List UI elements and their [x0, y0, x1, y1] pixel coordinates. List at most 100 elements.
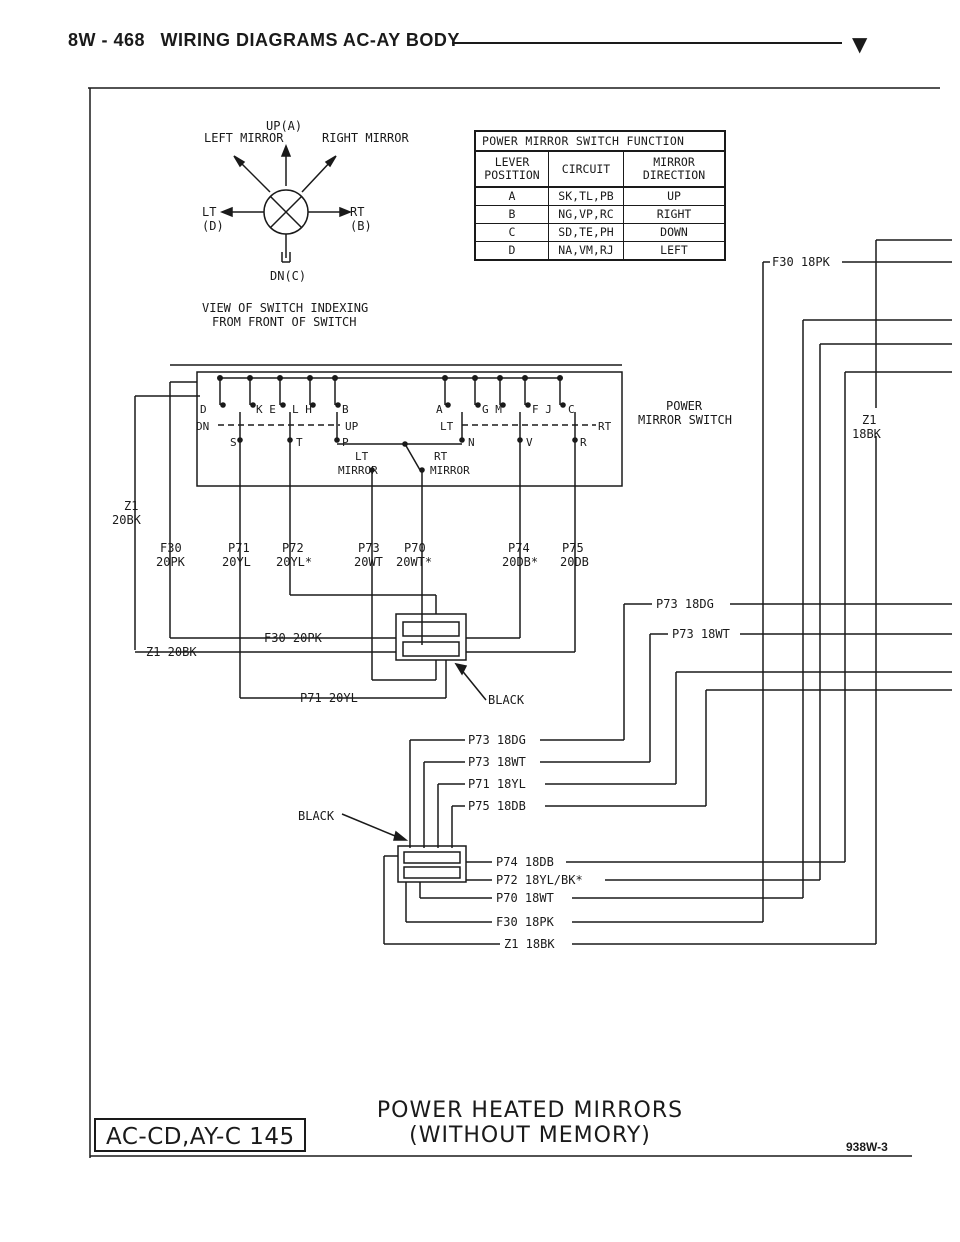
- page-number: 8W - 468: [68, 30, 146, 50]
- model-code-box: AC-CD,AY-C 145: [94, 1118, 306, 1152]
- wire-p74-gauge: 20DB*: [502, 555, 538, 569]
- connector1-f30-label: F30 20PK: [264, 631, 323, 645]
- contact-label-fj: F J: [532, 403, 552, 416]
- bus-z1-gauge: 18BK: [852, 427, 882, 441]
- c2-side-wire-3: P70 18WT: [496, 891, 554, 905]
- wire-p73-label: P73: [358, 541, 380, 555]
- table-row: D NA,VM,RJ LEFT: [476, 242, 724, 259]
- table-cell: SD,TE,PH: [549, 224, 624, 241]
- indexing-caption-2: FROM FRONT OF SWITCH: [212, 315, 357, 329]
- lt-mirror-label-1: LT: [355, 450, 369, 463]
- table-row: C SD,TE,PH DOWN: [476, 224, 724, 242]
- connector1-p71-label: P71 20YL: [300, 691, 358, 705]
- diagram-title-line-1: POWER HEATED MIRRORS: [376, 1098, 684, 1123]
- table-header-circuit: CIRCUIT: [549, 152, 624, 186]
- z1-left-label: Z1: [124, 499, 138, 513]
- table-header-row: LEVER POSITION CIRCUIT MIRROR DIRECTION: [476, 152, 724, 188]
- table-cell: SK,TL,PB: [549, 188, 624, 205]
- lt-mirror-label-2: MIRROR: [338, 464, 378, 477]
- indexing-caption-1: VIEW OF SWITCH INDEXING: [202, 301, 368, 315]
- table-cell: LEFT: [660, 243, 688, 257]
- header-rule: [452, 42, 842, 44]
- table-cell: C: [476, 224, 549, 241]
- contact-label-ke: K E: [256, 403, 276, 416]
- wire-p73-gauge: 20WT: [354, 555, 383, 569]
- c2-top-wire-2: P73 18WT: [468, 755, 526, 769]
- contact-label-gm: G M: [482, 403, 502, 416]
- c2-top-wire-1: P73 18DG: [468, 733, 526, 747]
- switch-rt-label: RT: [598, 420, 612, 433]
- switch-name-1: POWER: [666, 399, 703, 413]
- right-mirror-label: RIGHT MIRROR: [322, 131, 409, 145]
- c2-side-wire-2: P72 18YL/BK*: [496, 873, 583, 887]
- page-title: WIRING DIAGRAMS AC-AY BODY: [160, 30, 460, 50]
- connector1-z1-label: Z1 20BK: [146, 645, 197, 659]
- table-header-lever: LEVER POSITION: [476, 152, 549, 186]
- header-marker-icon: ▼: [852, 32, 868, 56]
- bus-f30-label: F30 18PK: [772, 255, 831, 269]
- table-title: POWER MIRROR SWITCH FUNCTION: [476, 132, 724, 152]
- contact-label-c: C: [568, 403, 575, 416]
- contact-label-p: P: [342, 436, 349, 449]
- page-header: 8W - 468 WIRING DIAGRAMS AC-AY BODY: [68, 30, 470, 51]
- dn-label: DN(C): [270, 269, 306, 283]
- wire-p75-gauge: 20DB: [560, 555, 589, 569]
- contact-label-lh: L H: [292, 403, 312, 416]
- connector1-color-label: BLACK: [488, 693, 525, 707]
- wire-p75-label: P75: [562, 541, 584, 555]
- c2-top-wire-4: P75 18DB: [468, 799, 526, 813]
- table-cell: RIGHT: [656, 207, 692, 221]
- table-cell: D: [476, 242, 549, 259]
- rt-mirror-label-2: MIRROR: [430, 464, 470, 477]
- table-cell: UP: [667, 189, 681, 203]
- c2-side-wire-5: Z1 18BK: [504, 937, 555, 951]
- switch-name-2: MIRROR SWITCH: [638, 413, 732, 427]
- lt-label: LT: [202, 205, 216, 219]
- switch-up-label: UP: [345, 420, 359, 433]
- table-row: B NG,VP,RC RIGHT: [476, 206, 724, 224]
- bus-p73dg-label: P73 18DG: [656, 597, 714, 611]
- table-cell: A: [476, 188, 549, 205]
- switch-lt-label: LT: [440, 420, 454, 433]
- bus-z1-label: Z1: [862, 413, 876, 427]
- wire-p74-label: P74: [508, 541, 530, 555]
- bus-p73wt-label: P73 18WT: [672, 627, 730, 641]
- rt-label: RT: [350, 205, 364, 219]
- figure-code: 938W-3: [846, 1140, 888, 1154]
- wire-p71-label: P71: [228, 541, 250, 555]
- c2-top-wire-3: P71 18YL: [468, 777, 526, 791]
- table-cell: B: [476, 206, 549, 223]
- wire-p70-label: P70: [404, 541, 426, 555]
- connector2-color-label: BLACK: [298, 809, 335, 823]
- table-cell: NG,VP,RC: [549, 206, 624, 223]
- table-header-direction: MIRROR DIRECTION: [642, 155, 706, 182]
- c2-side-wire-1: P74 18DB: [496, 855, 554, 869]
- left-mirror-label: LEFT MIRROR: [204, 131, 284, 145]
- wire-p71-gauge: 20YL: [222, 555, 251, 569]
- contact-label-r: R: [580, 436, 587, 449]
- wire-p72-gauge: 20YL*: [276, 555, 312, 569]
- contact-label-d: D: [200, 403, 207, 416]
- contact-label-a: A: [436, 403, 443, 416]
- wire-f30-label: F30: [160, 541, 182, 555]
- contact-label-t: T: [296, 436, 303, 449]
- table-row: A SK,TL,PB UP: [476, 188, 724, 206]
- contact-label-s: S: [230, 436, 237, 449]
- z1-left-gauge: 20BK: [112, 513, 142, 527]
- wire-f30-gauge: 20PK: [156, 555, 186, 569]
- wire-p72-label: P72: [282, 541, 304, 555]
- rt-b-label: (B): [350, 219, 372, 233]
- c2-side-wire-4: F30 18PK: [496, 915, 555, 929]
- wire-p70-gauge: 20WT*: [396, 555, 432, 569]
- diagram-title-line-2: (WITHOUT MEMORY): [409, 1123, 651, 1148]
- switch-dn-label: DN: [196, 420, 209, 433]
- table-cell: NA,VM,RJ: [549, 242, 624, 259]
- diagram-title: POWER HEATED MIRRORS (WITHOUT MEMORY): [320, 1098, 740, 1148]
- table-cell: DOWN: [660, 225, 688, 239]
- switch-function-table: POWER MIRROR SWITCH FUNCTION LEVER POSIT…: [474, 130, 726, 261]
- contact-label-b: B: [342, 403, 349, 416]
- contact-label-v: V: [526, 436, 533, 449]
- lt-d-label: (D): [202, 219, 224, 233]
- contact-label-n: N: [468, 436, 475, 449]
